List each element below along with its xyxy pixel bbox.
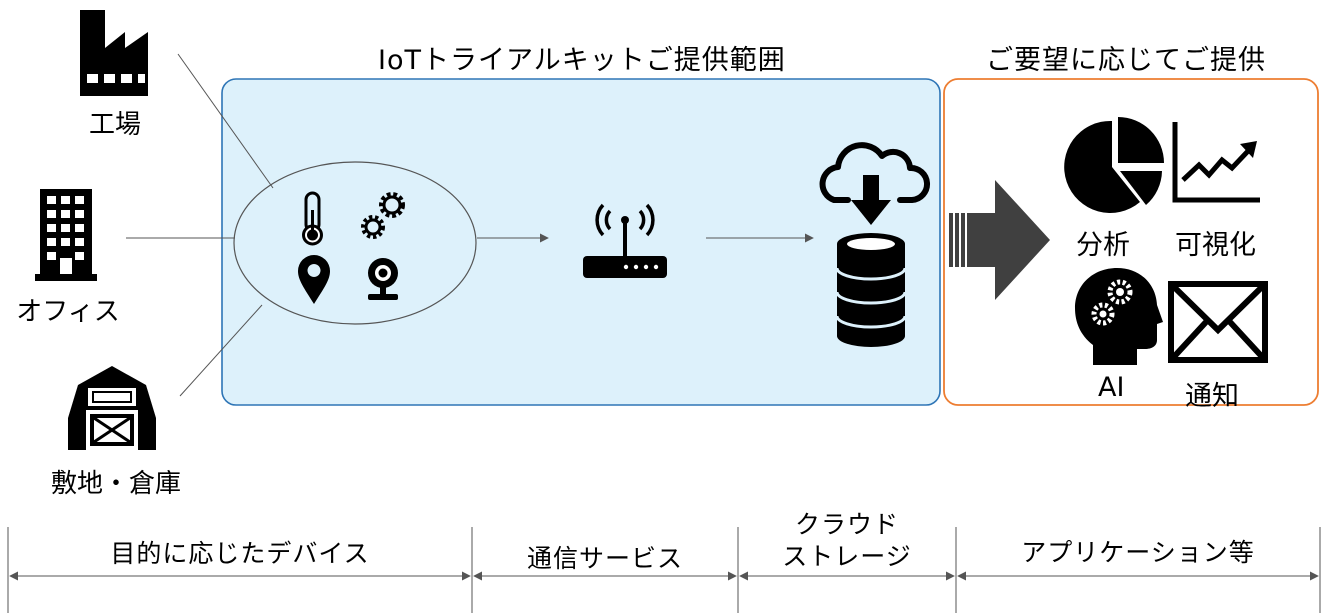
thermometer-icon (302, 191, 323, 246)
office-label: オフィス (16, 297, 120, 327)
category-communication: 通信サービス (526, 544, 683, 573)
ai-label: AI (1098, 372, 1125, 403)
category-storage-line1: クラウド (794, 510, 899, 539)
pie-chart-icon (1064, 117, 1164, 213)
category-ranges (7, 527, 1321, 613)
barn-connector (179, 304, 263, 397)
location-pin-icon (298, 255, 330, 304)
site-warehouse-label: 敷地・倉庫 (50, 469, 181, 499)
kit-scope-box (221, 78, 941, 406)
office-building-icon (35, 189, 97, 281)
ai-head-icon (1075, 268, 1163, 365)
database-icon (835, 233, 907, 347)
category-storage-line2: ストレージ (782, 542, 912, 571)
gears-icon (361, 192, 405, 239)
analysis-label: 分析 (1076, 230, 1130, 261)
webcam-icon (368, 258, 398, 300)
factory-label: 工場 (88, 110, 141, 140)
kit-scope-title: IoTトライアルキットご提供範囲 (378, 45, 786, 76)
mail-icon (1168, 281, 1268, 363)
on-request-title: ご要望に応じてご提供 (986, 45, 1266, 76)
factory-icon (80, 10, 148, 96)
device-ellipse (233, 161, 477, 325)
line-chart-icon (1172, 122, 1260, 203)
visualization-label: 可視化 (1175, 230, 1256, 261)
transition-arrow (949, 180, 1050, 300)
category-devices: 目的に応じたデバイス (110, 539, 370, 568)
cloud-download-icon (819, 142, 930, 225)
notification-label: 通知 (1185, 381, 1239, 412)
factory-connector (177, 53, 274, 189)
router-icon (583, 203, 667, 278)
category-applications: アプリケーション等 (1021, 538, 1255, 567)
barn-icon (68, 366, 156, 450)
